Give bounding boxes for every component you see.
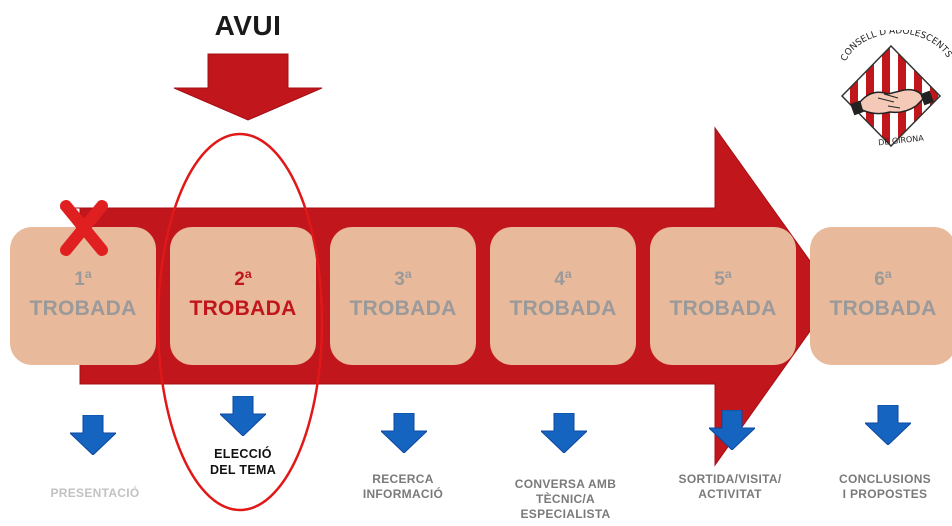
caption-line: ELECCIÓ [214,447,272,461]
step-box-5: 5ª TROBADA [650,227,796,365]
completed-cross-icon [60,200,108,256]
down-arrow-icon [220,396,266,436]
step-box-1: 1ª TROBADA [10,227,156,365]
step-number: 2ª [234,269,252,290]
current-step-highlight-ellipse [156,132,324,512]
step-caption-1: PRESENTACIÓ [30,486,160,501]
step-label: TROBADA [29,297,137,320]
seal-top-text: CONSELL D'ADOLESCENTS [839,26,952,63]
caption-line: ACTIVITAT [698,487,762,501]
step-number: 3ª [394,269,412,290]
step-label: TROBADA [509,297,617,320]
down-arrow-icon [541,413,587,453]
step-label: TROBADA [829,297,937,320]
step-label: TROBADA [669,297,777,320]
caption-line: CONCLUSIONS [839,472,931,486]
down-arrow-icon [865,405,911,445]
down-arrow-icon [70,415,116,455]
step-number: 5ª [714,269,732,290]
today-down-arrow-icon [173,53,323,121]
council-seal-logo [840,44,942,148]
step-box-3: 3ª TROBADA [330,227,476,365]
caption-line: SORTIDA/VISITA/ [678,472,782,486]
caption-line: PRESENTACIÓ [50,486,140,500]
caption-line: DEL TEMA [209,463,277,477]
today-label: AVUI [214,10,282,41]
seal-text-top: CONSELL D'ADOLESCENTS [838,26,952,70]
caption-line: RECERCA [372,472,434,486]
step-number: 4ª [554,269,572,290]
step-number: 1ª [74,269,92,290]
step-caption-3: RECERCA INFORMACIÓ [343,472,463,502]
step-box-4: 4ª TROBADA [490,227,636,365]
step-label: TROBADA [349,297,457,320]
step-box-6: 6ª TROBADA [810,227,952,365]
down-arrow-icon [709,410,755,450]
step-caption-4: CONVERSA AMB TÈCNIC/A ESPECIALISTA [498,477,633,522]
step-caption-2: ELECCIÓ DEL TEMA [188,446,298,478]
caption-line: CONVERSA AMB [514,477,617,491]
caption-line: TÈCNIC/A [535,492,596,506]
step-number: 6ª [874,269,892,290]
step-box-2: 2ª TROBADA [170,227,316,365]
step-caption-5: SORTIDA/VISITA/ ACTIVITAT [665,472,795,502]
caption-line: I PROPOSTES [842,487,928,501]
caption-line: INFORMACIÓ [362,487,444,501]
svg-text:CONSELL D'ADOLESCENTS: CONSELL D'ADOLESCENTS [839,30,952,63]
step-label: TROBADA [189,297,297,320]
step-caption-6: CONCLUSIONS I PROPOSTES [820,472,950,502]
caption-line: ESPECIALISTA [520,507,611,521]
down-arrow-icon [381,413,427,453]
